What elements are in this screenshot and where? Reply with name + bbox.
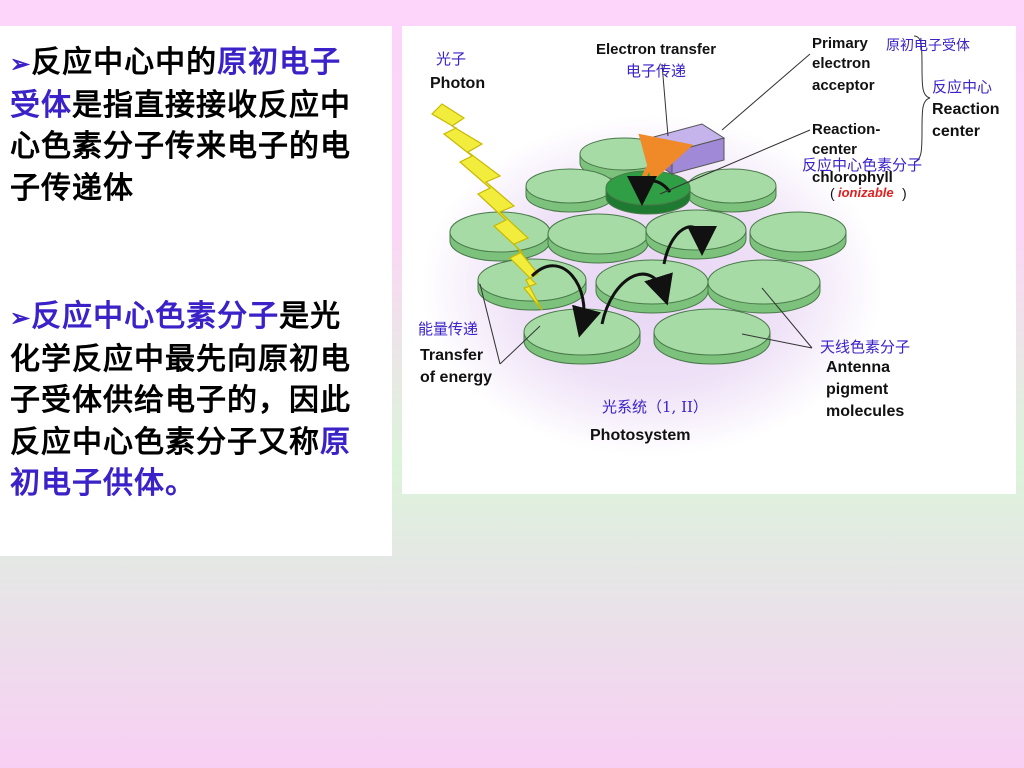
bullet-arrow-icon: ➢ (10, 303, 32, 332)
p2-text-highlight-a: 反应中心色素分子 (31, 299, 280, 334)
bullet-arrow-icon: ➢ (10, 49, 32, 78)
open-paren: ( (830, 185, 835, 201)
reaction-center-label-en-2: center (932, 123, 980, 140)
antenna-pigment-disk (523, 308, 641, 365)
rc-chlorophyll-label-cn: 反应中心色素分子 (802, 156, 922, 174)
antenna-pigment-disk (547, 213, 649, 264)
antenna-label-en-3: molecules (826, 403, 904, 420)
photosystem-diagram-panel: 光子 Photon Electron transfer 电子传递 Primary… (402, 26, 1016, 494)
antenna-pigment-disk (645, 209, 747, 260)
leader-lines (479, 35, 931, 365)
photon-bolt-icon (431, 103, 543, 311)
p1-text-highlight: 原初电子受体 (10, 45, 342, 123)
antenna-label-en-2: pigment (826, 381, 889, 398)
antenna-label-cn: 天线色素分子 (820, 338, 910, 356)
primary-acceptor-label-en-2: electron (812, 55, 870, 72)
photosystem-label-cn: 光系统（1, II） (602, 398, 708, 416)
p1-text-a: 反应中心中的 (31, 45, 218, 80)
antenna-label-en-1: Antenna (826, 359, 890, 376)
rc-chlorophyll-label-en-2: center (812, 141, 857, 158)
rc-chlorophyll-label-en-1: Reaction- (812, 121, 880, 138)
energy-arrow-2 (600, 272, 673, 325)
energy-arrow-4 (627, 175, 672, 206)
energy-transfer-label-en-2: of energy (420, 369, 492, 386)
energy-arrow-1 (530, 264, 602, 338)
antenna-pigment-disk (449, 211, 551, 262)
antenna-pigment-disk (525, 168, 615, 213)
photon-label-en: Photon (430, 75, 485, 92)
antenna-pigment-disk (687, 168, 777, 213)
antenna-pigment-disk (595, 259, 709, 314)
antenna-pigment-disk (653, 308, 771, 365)
photosystem-diagram: 光子 Photon Electron transfer 电子传递 Primary… (418, 35, 1000, 456)
p2-text-d: 。 (165, 466, 196, 501)
energy-transfer-label-en-1: Transfer (420, 347, 483, 364)
primary-acceptor-label-cn: 原初电子受体 (886, 37, 970, 54)
paragraph-reaction-center-pigment: ➢反应中心色素分子是光化学反应中最先向原初电子受体供给电子的，因此反应中心色素分… (10, 296, 372, 505)
energy-transfer-label-cn: 能量传递 (418, 320, 478, 338)
rc-chlorophyll-label-en-3: chlorophyll (812, 169, 893, 186)
reaction-center-label-en-1: Reaction (932, 101, 1000, 118)
reaction-center-disk (605, 170, 691, 215)
antenna-pigment-disk (749, 211, 847, 262)
electron-transfer-label-cn: 电子传递 (626, 62, 686, 80)
primary-acceptor-label-en-3: acceptor (812, 77, 875, 94)
antenna-pigment-disk (707, 259, 821, 314)
p2-text-b: 是光化学反应中最先向原初电子受体供给电子的，因此反应中心色素分子又称 (10, 299, 351, 460)
paragraph-primary-acceptor: ➢反应中心中的原初电子受体是指直接接收反应中心色素分子传来电子的电子传递体 (10, 42, 372, 209)
p2-text-highlight-c: 原初电子供体 (10, 424, 351, 502)
p1-text-c: 是指直接接收反应中心色素分子传来电子的电子传递体 (10, 87, 351, 206)
text-panel: ➢反应中心中的原初电子受体是指直接接收反应中心色素分子传来电子的电子传递体 ➢反… (0, 26, 392, 556)
primary-acceptor-label-en-1: Primary (812, 35, 869, 52)
photon-label-cn: 光子 (436, 50, 466, 68)
ionizable-label: ionizable (838, 185, 894, 200)
photosystem-label-en: Photosystem (590, 427, 690, 444)
energy-arrow-3 (662, 225, 717, 265)
reaction-center-label-cn: 反应中心 (932, 78, 992, 96)
electron-transfer-label-en: Electron transfer (596, 41, 716, 58)
close-paren: ) (902, 185, 907, 201)
